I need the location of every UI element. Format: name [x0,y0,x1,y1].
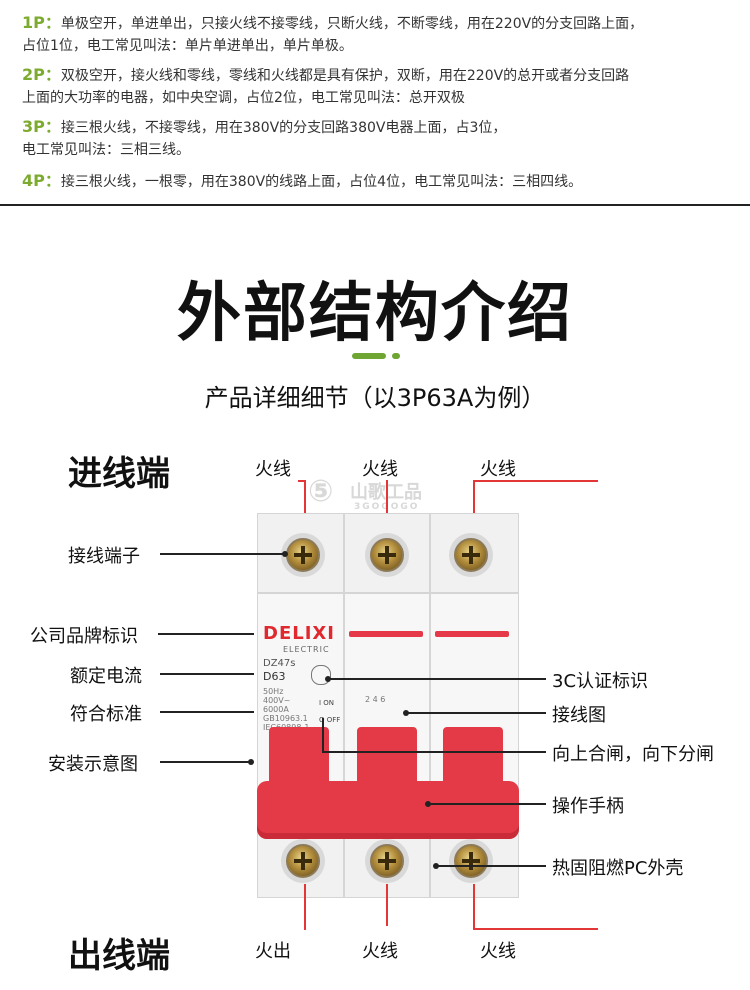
top-wire-label-1: 火线 [255,459,291,480]
top-lead-3 [473,480,475,522]
lead-install [160,761,252,763]
lead-handle [428,803,546,805]
top-lead-2 [386,480,388,522]
info-4p-text: 接三根火线，一根零，用在380V的线路上面，占位4位，电工常见叫法：三相四线。 [60,174,583,190]
info-3p-key: 3P： [22,117,61,136]
operating-handle[interactable] [257,781,519,839]
accent-dot [392,353,400,359]
terminal-screw-icon [454,844,488,878]
input-section-label: 进线端 [68,454,170,494]
lead-install-dot [248,759,254,765]
handle-pole-3[interactable] [443,727,503,791]
top-lead-1 [304,480,306,522]
lead-3c-dot [325,676,331,682]
info-2p-text2: 上面的大功率的电器，如中央空调，占位2位，电工常见叫法：总开双极 [22,90,465,106]
handle-pole-1[interactable] [269,727,329,791]
bottom-wire-label-3: 火线 [480,941,516,962]
callout-install: 安装示意图 [48,754,138,775]
terminal-screw-icon [286,844,320,878]
lead-standard [160,711,254,713]
brand-subtitle: ELECTRIC [283,645,330,654]
info-1p: 1P：单极空开，单进单出，只接火线不接零线，只断火线，不断零线，用在220V的分… [22,12,732,57]
info-3p-text2: 电工常见叫法：三相三线。 [22,142,190,158]
terminal-screw-icon [370,538,404,572]
wiring-diagram-mark: 2 4 6 [365,695,386,704]
spec-capacity: 6000A [263,705,289,714]
pole-separator-1 [343,513,345,898]
bottom-wire-label-2: 火线 [362,941,398,962]
callout-shell: 热固阻燃PC外壳 [552,858,684,879]
callout-brand: 公司品牌标识 [30,626,138,647]
brand-logo: DELIXI [263,623,335,644]
lead-terminal [160,553,284,555]
lead-on-off-vertical [322,718,324,752]
spec-standard-gb: GB10963.1 [263,714,308,723]
spec-voltage: 400V~ [263,696,291,705]
lead-terminal-dot [282,551,288,557]
callout-wiring: 接线图 [552,705,606,726]
bottom-lead-2 [386,884,388,926]
top-wire-label-2: 火线 [362,459,398,480]
info-4p: 4P：接三根火线，一根零，用在380V的线路上面，占位4位，电工常见叫法：三相四… [22,170,732,193]
watermark-domain: 3GOGOGO [354,502,419,512]
bottom-lead-3 [473,884,475,930]
lead-on-off [322,751,546,753]
top-lead-1-bend [298,480,306,482]
model-series: DZ47s [263,658,296,669]
lead-3c [328,678,546,680]
rated-current: D63 [263,670,286,683]
info-2p: 2P：双极空开，接火线和零线，零线和火线都是具有保护，双断，用在220V的总开或… [22,64,732,109]
top-wire-label-3: 火线 [480,459,516,480]
lead-shell [436,865,546,867]
lead-wiring [406,712,546,714]
callout-3c: 3C认证标识 [552,671,649,692]
lead-handle-dot [425,801,431,807]
info-1p-text2: 占位1位，电工常见叫法：单片单进单出，单片单极。 [22,38,353,54]
callout-rated-current: 额定电流 [70,666,142,687]
pole-stripe-3 [435,631,509,637]
terminal-screw-icon [286,538,320,572]
page-title: 外部结构介绍 [177,277,573,351]
lead-wiring-dot [403,710,409,716]
pole-stripe-2 [349,631,423,637]
callout-handle: 操作手柄 [552,796,624,817]
section-divider [0,204,750,206]
terminal-screw-icon [370,844,404,878]
pole-separator-2 [429,513,431,898]
top-lead-3-bend [473,480,598,482]
watermark-logo-icon: ⑤ [308,474,334,509]
info-2p-key: 2P： [22,65,61,84]
info-3p: 3P：接三根火线，不接零线，用在380V的分支回路380V电器上面，占3位， 电… [22,116,732,161]
bottom-lead-1 [304,884,306,930]
info-3p-text: 接三根火线，不接零线，用在380V的分支回路380V电器上面，占3位， [60,120,507,136]
bottom-wire-label-1: 火出 [255,941,291,962]
on-marking: I ON [319,699,335,707]
page-subtitle: 产品详细细节（以3P63A为例） [204,384,546,412]
lead-shell-dot [433,863,439,869]
spec-frequency: 50Hz [263,687,284,696]
info-4p-key: 4P： [22,171,61,190]
terminal-screw-icon [454,538,488,572]
callout-on-off: 向上合闸，向下分闸 [552,744,714,765]
lead-rated-current [160,673,254,675]
handle-pole-2[interactable] [357,727,417,791]
info-2p-text: 双极空开，接火线和零线，零线和火线都是具有保护，双断，用在220V的总开或者分支… [60,68,630,84]
off-marking: O OFF [319,716,341,724]
circuit-breaker: DELIXI ELECTRIC DZ47s D63 50Hz 400V~ 600… [257,513,519,898]
callout-terminal: 接线端子 [68,546,140,567]
accent-bar [352,353,386,359]
lead-brand [158,633,254,635]
bottom-lead-3-bend [473,928,598,930]
info-1p-key: 1P： [22,13,61,32]
info-1p-text: 单极空开，单进单出，只接火线不接零线，只断火线，不断零线，用在220V的分支回路… [60,16,644,32]
callout-standard: 符合标准 [70,704,142,725]
output-section-label: 出线端 [68,936,170,976]
ccc-cert-icon [311,665,331,685]
